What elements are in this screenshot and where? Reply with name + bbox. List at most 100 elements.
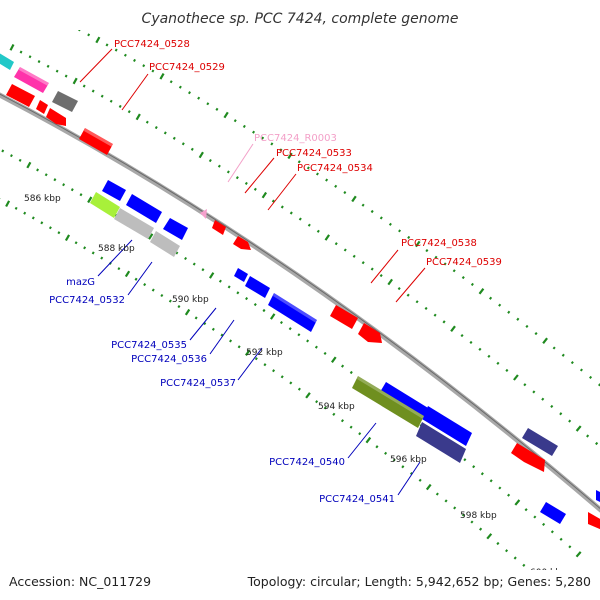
tick-mark xyxy=(460,333,464,338)
gene-pcc7424-0529[interactable] xyxy=(79,128,113,155)
label-pcc7424-0529[interactable]: PCC7424_0529 xyxy=(149,62,225,73)
gene-red-near-3[interactable] xyxy=(46,108,66,126)
tick-mark xyxy=(211,327,215,331)
label-pcc7424-0539[interactable]: PCC7424_0539 xyxy=(426,257,502,268)
gene-magenta[interactable] xyxy=(14,67,49,93)
tick-mark xyxy=(178,85,182,89)
tick-mark xyxy=(229,339,233,343)
gene-gray-2[interactable] xyxy=(150,231,180,257)
tick-mark xyxy=(297,160,301,164)
label-pcc7424-0537[interactable]: PCC7424_0537 xyxy=(160,378,236,389)
label-pcc7424-0541[interactable]: PCC7424_0541 xyxy=(319,494,395,505)
gene-blue-edge-2[interactable] xyxy=(596,490,600,504)
gene-features xyxy=(0,51,600,530)
tick-mark xyxy=(62,183,66,187)
gene-pcc7424-0539[interactable] xyxy=(358,323,382,343)
tick-mark xyxy=(218,279,222,283)
tick-mark xyxy=(461,276,465,280)
tick-mark xyxy=(586,434,590,438)
label-pcc7424-0528[interactable]: PCC7424_0528 xyxy=(114,39,190,50)
gene-red-near-1[interactable] xyxy=(6,84,35,107)
tick-mark xyxy=(415,300,419,304)
tick-mark xyxy=(351,195,357,203)
tick-mark xyxy=(409,471,413,476)
gene-gray-1[interactable] xyxy=(114,208,154,239)
label-pcc7424-0534[interactable]: PCC7424_0534 xyxy=(297,163,373,174)
map-body: 586 kbp 588 kbp 590 kbp 592 kbp 594 kbp … xyxy=(0,30,600,578)
gene-red-edge[interactable] xyxy=(588,512,600,530)
tick-mark xyxy=(579,368,583,372)
label-pcc7424-0535[interactable]: PCC7424_0535 xyxy=(111,340,187,351)
tick-mark xyxy=(340,364,345,368)
label-pcc7424-0538[interactable]: PCC7424_0538 xyxy=(401,238,477,249)
gene-olive[interactable] xyxy=(352,376,424,428)
gene-mazg[interactable] xyxy=(102,180,126,201)
tick-mark xyxy=(44,173,48,177)
gene-cyan[interactable] xyxy=(0,51,14,70)
kbp-label-588: 588 kbp xyxy=(98,244,135,254)
tick-mark xyxy=(151,288,155,292)
tick-mark xyxy=(323,406,327,410)
tick-mark xyxy=(124,270,131,278)
gene-blue-edge[interactable] xyxy=(540,502,566,524)
tick-mark xyxy=(105,43,109,47)
gene-red-near-2[interactable] xyxy=(36,100,48,114)
tick-mark xyxy=(361,203,365,207)
label-mazg[interactable]: mazG xyxy=(66,277,95,288)
gene-pcc7424-0541[interactable] xyxy=(416,422,466,463)
tick-mark xyxy=(215,107,219,111)
gene-blue-rev-2[interactable] xyxy=(126,194,162,223)
gene-green[interactable] xyxy=(90,192,120,218)
label-pcc7424-0536[interactable]: PCC7424_0536 xyxy=(131,354,207,365)
tick-mark xyxy=(190,147,194,151)
gene-pcc7424-0534[interactable] xyxy=(233,236,251,250)
tick-mark xyxy=(375,445,379,449)
tick-mark xyxy=(365,436,372,444)
tick-mark xyxy=(177,305,181,309)
gene-blue-rev-4[interactable] xyxy=(234,268,248,282)
gene-pcc7424-0535[interactable] xyxy=(245,276,270,298)
kbp-label-594: 594 kbp xyxy=(318,402,355,412)
connector-0534 xyxy=(267,173,297,211)
tick-mark xyxy=(315,172,319,176)
label-pcc7424-0540[interactable]: PCC7424_0540 xyxy=(269,457,345,468)
genome-backbone-shade xyxy=(0,93,600,510)
tick-mark xyxy=(523,383,527,387)
gene-blue-rev-3[interactable] xyxy=(163,218,188,240)
tick-mark xyxy=(95,36,101,44)
tick-mark xyxy=(570,361,574,365)
gene-pcc7424-0528[interactable] xyxy=(52,91,78,112)
tick-mark xyxy=(315,400,319,404)
gene-dark-blue-far[interactable] xyxy=(522,428,558,456)
gene-pcc7424-0533[interactable] xyxy=(212,220,226,235)
label-pcc7424-0532[interactable]: PCC7424_0532 xyxy=(49,295,125,306)
gene-pcc7424-0540[interactable] xyxy=(380,382,472,446)
kbp-label-600: 600 kbp xyxy=(530,568,567,578)
tick-mark xyxy=(79,193,83,197)
tick-mark xyxy=(370,267,374,271)
tick-mark xyxy=(524,508,528,512)
connector-r0003 xyxy=(227,143,254,183)
tick-mark xyxy=(450,325,456,332)
tick-mark xyxy=(434,255,438,259)
tick-mark xyxy=(498,486,502,490)
gene-red-far[interactable] xyxy=(511,443,545,472)
kbp-labels: 586 kbp 588 kbp 590 kbp 592 kbp 594 kbp … xyxy=(24,194,567,578)
tick-mark xyxy=(184,256,188,261)
tick-mark xyxy=(18,158,22,162)
tick-mark xyxy=(87,33,91,37)
tick-mark xyxy=(28,55,32,59)
tick-mark xyxy=(55,69,59,73)
tick-mark xyxy=(9,43,15,51)
tick-mark xyxy=(575,425,582,432)
gene-pcc7424-0538[interactable] xyxy=(330,305,358,329)
tick-mark xyxy=(415,240,421,248)
tick-mark xyxy=(168,299,172,303)
tick-mark xyxy=(552,346,556,350)
label-pcc7424-0533[interactable]: PCC7424_0533 xyxy=(276,148,352,159)
label-pcc7424-r0003[interactable]: PCC7424_R0003 xyxy=(254,133,337,144)
tick-mark xyxy=(418,478,422,482)
tick-mark xyxy=(208,158,212,163)
gene-pcc7424-0537[interactable] xyxy=(268,293,317,332)
gene-pcc7424-r0003[interactable] xyxy=(200,209,207,219)
